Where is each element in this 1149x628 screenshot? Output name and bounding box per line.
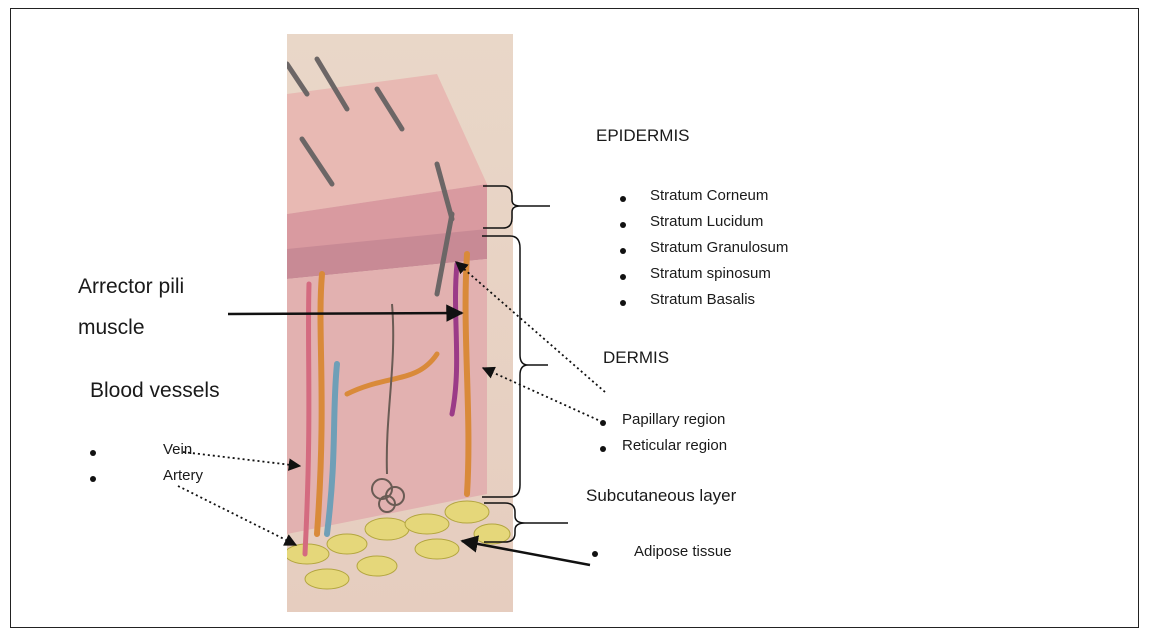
arrector-pili-arrow: [228, 313, 462, 314]
epidermis-bracket: [483, 186, 550, 228]
dermis-bracket: [482, 236, 548, 497]
vein-dotted-arrow: [183, 452, 300, 466]
adipose-tissue-arrow: [462, 541, 590, 565]
papillary-dotted-arrow: [483, 368, 598, 420]
annotation-overlay: [0, 0, 1149, 612]
artery-dotted-arrow: [178, 486, 296, 545]
subcutaneous-bracket: [484, 503, 568, 542]
dermis-dotted-arrow-upper: [456, 262, 605, 392]
